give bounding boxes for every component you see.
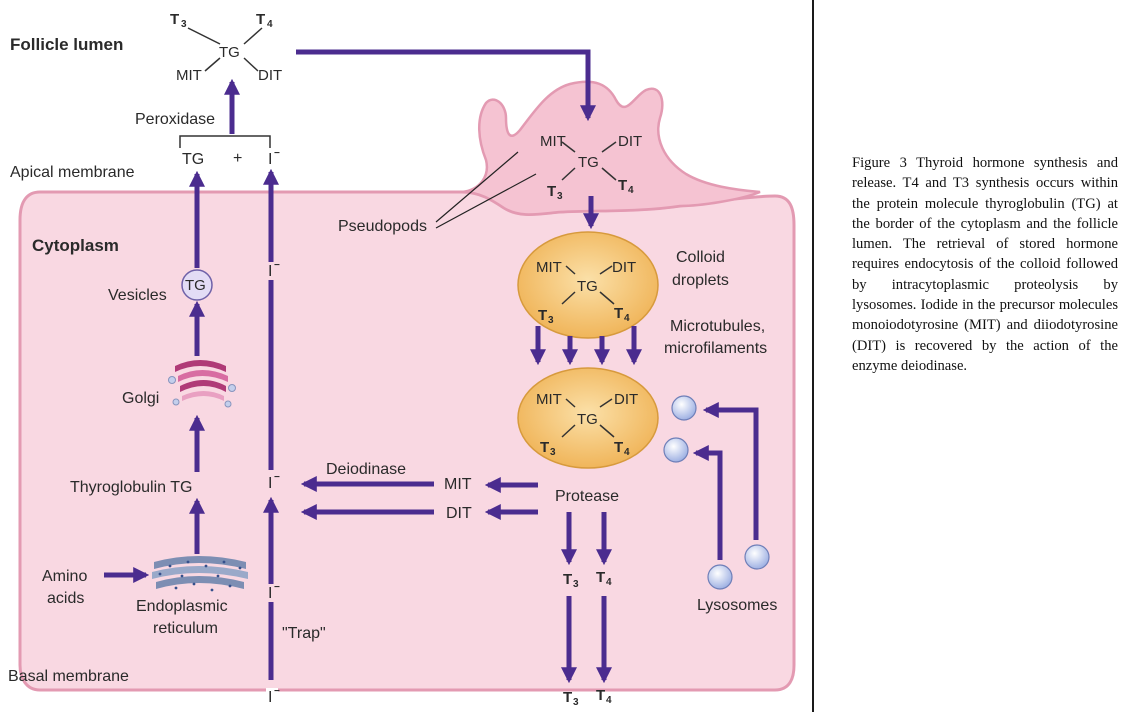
follicle-lumen-label: Follicle lumen xyxy=(10,35,123,54)
svg-text:I: I xyxy=(268,475,272,492)
colloid-droplet-2 xyxy=(517,367,659,469)
svg-text:−: − xyxy=(274,148,280,159)
er-label-1: Endoplasmic xyxy=(136,598,228,615)
svg-text:T: T xyxy=(538,307,547,324)
amino-acids-label-1: Amino xyxy=(42,568,87,585)
lysosome-1 xyxy=(671,395,697,421)
apical-tg-label: TG xyxy=(182,151,204,168)
colloid-label-2: droplets xyxy=(672,272,729,289)
droplet-2-tg-molecule: MIT DIT TG T 3 T 4 xyxy=(536,391,638,458)
svg-text:4: 4 xyxy=(267,19,273,30)
protease-label: Protease xyxy=(555,488,619,505)
svg-text:−: − xyxy=(274,472,280,483)
er-icon xyxy=(152,556,248,592)
cytoplasm-label: Cytoplasm xyxy=(32,236,119,255)
golgi-label: Golgi xyxy=(122,390,159,407)
lysosomes-label: Lysosomes xyxy=(697,597,777,614)
lumen-to-endocytosis-arrow xyxy=(296,49,597,122)
lumen-tg-molecule: T 3 T 4 TG MIT DIT xyxy=(170,11,282,84)
lysosome-arrow-outer xyxy=(702,401,759,540)
lysosome-4 xyxy=(707,564,733,590)
svg-text:T: T xyxy=(563,571,572,588)
microtubules-label-2: microfilaments xyxy=(664,340,767,357)
svg-text:DIT: DIT xyxy=(612,259,636,276)
pseudopod-membrane xyxy=(461,80,761,216)
basal-membrane-label: Basal membrane xyxy=(8,668,129,685)
svg-text:−: − xyxy=(274,582,280,593)
svg-text:T: T xyxy=(614,305,623,322)
svg-text:I: I xyxy=(268,263,272,280)
lysosome-arrow-inner xyxy=(692,444,723,560)
microtubule-arrows xyxy=(529,326,643,366)
figure-caption: Figure 3 Thyroid hormone synthesis and r… xyxy=(852,155,1118,374)
thyroglobulin-label: Thyroglobulin TG xyxy=(70,479,192,496)
iodide-labels: I − I − I − I − xyxy=(266,260,280,706)
dit-label: DIT xyxy=(446,505,472,522)
er-label-2: reticulum xyxy=(153,620,218,637)
pseudopod-tg-molecule: MIT DIT TG T 3 T 4 xyxy=(540,133,642,202)
vesicle-tg xyxy=(181,269,213,301)
svg-text:MIT: MIT xyxy=(536,391,562,408)
svg-text:MIT: MIT xyxy=(536,259,562,276)
svg-text:TG: TG xyxy=(577,278,598,295)
svg-text:4: 4 xyxy=(624,447,630,458)
pseudopod-pointer-1 xyxy=(435,151,519,223)
svg-text:−: − xyxy=(274,260,280,271)
released-hormones-inner: T 3 T 4 xyxy=(563,569,612,590)
svg-text:T: T xyxy=(614,439,623,456)
pseudopod-pointer-2 xyxy=(435,173,537,229)
svg-text:TG: TG xyxy=(577,411,598,428)
peroxidase-bracket xyxy=(179,135,271,148)
svg-text:T: T xyxy=(256,11,265,28)
released-hormones-outer: T 3 T 4 xyxy=(563,687,612,708)
plus-sign: + xyxy=(233,150,242,167)
golgi-icon xyxy=(168,360,236,408)
peroxidase-label: Peroxidase xyxy=(135,111,215,128)
svg-text:4: 4 xyxy=(624,313,630,324)
svg-text:TG: TG xyxy=(185,277,206,294)
svg-text:3: 3 xyxy=(557,191,563,202)
svg-text:3: 3 xyxy=(550,447,556,458)
svg-text:T: T xyxy=(563,689,572,706)
colloid-label-1: Colloid xyxy=(676,249,725,266)
svg-text:I: I xyxy=(268,689,272,706)
svg-text:I: I xyxy=(268,585,272,602)
trap-label: "Trap" xyxy=(282,625,326,642)
svg-text:DIT: DIT xyxy=(614,391,638,408)
svg-text:MIT: MIT xyxy=(176,67,202,84)
deiodinase-label: Deiodinase xyxy=(326,461,406,478)
svg-text:−: − xyxy=(274,686,280,697)
svg-text:3: 3 xyxy=(548,315,554,326)
svg-text:T: T xyxy=(618,177,627,194)
svg-text:DIT: DIT xyxy=(618,133,642,150)
lysosome-3 xyxy=(744,544,770,570)
svg-text:T: T xyxy=(540,439,549,456)
apical-iodide-label: I xyxy=(268,151,272,168)
svg-text:4: 4 xyxy=(606,695,612,706)
figure-divider xyxy=(812,0,814,712)
svg-text:DIT: DIT xyxy=(258,67,282,84)
svg-text:MIT: MIT xyxy=(540,133,566,150)
svg-text:3: 3 xyxy=(181,19,187,30)
svg-text:4: 4 xyxy=(628,185,634,196)
svg-text:3: 3 xyxy=(573,579,579,590)
svg-text:3: 3 xyxy=(573,697,579,708)
colloid-droplet-1 xyxy=(517,231,659,339)
vesicles-label: Vesicles xyxy=(108,287,167,304)
svg-text:T: T xyxy=(547,183,556,200)
svg-text:T: T xyxy=(596,687,605,704)
thyroid-diagram: Follicle lumen Cytoplasm Apical membrane… xyxy=(8,11,796,708)
amino-acids-label-2: acids xyxy=(47,590,84,607)
mit-label: MIT xyxy=(444,476,472,493)
droplet-1-tg-molecule: MIT DIT TG T 3 T 4 xyxy=(536,259,636,326)
pseudopods-label: Pseudopods xyxy=(338,218,427,235)
lysosome-2 xyxy=(663,437,689,463)
apical-membrane-label: Apical membrane xyxy=(10,164,135,181)
svg-text:T: T xyxy=(596,569,605,586)
svg-text:4: 4 xyxy=(606,577,612,588)
svg-text:TG: TG xyxy=(578,154,599,171)
svg-text:TG: TG xyxy=(219,44,240,61)
microtubules-label-1: Microtubules, xyxy=(670,318,765,335)
svg-text:T: T xyxy=(170,11,179,28)
